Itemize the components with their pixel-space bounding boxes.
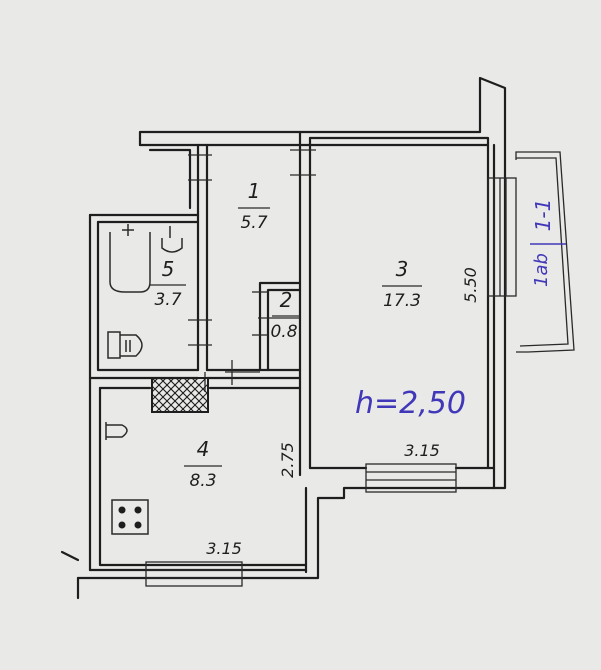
handwritten-stamp: 1-1 1ab <box>530 199 566 287</box>
window-south-room3 <box>365 463 457 493</box>
bathtub-icon <box>109 224 151 293</box>
room-area: 3.7 <box>154 290 181 310</box>
room-number: 1 <box>248 179 261 203</box>
room-number: 4 <box>197 437 210 461</box>
balcony-outline <box>515 151 575 353</box>
window-south-room4 <box>145 561 243 587</box>
room-4-label: 4 8.3 <box>184 437 222 491</box>
room-area: 5.7 <box>240 213 267 233</box>
room-number: 2 <box>280 288 293 312</box>
room-3-label: 3 17.3 <box>382 257 422 311</box>
interior-walls <box>88 130 496 567</box>
balcony-inner <box>516 157 569 347</box>
ceiling-height-note: h=2,50 <box>355 386 466 421</box>
room3-width-dimension: 3.15 <box>404 441 440 460</box>
room-area: 8.3 <box>189 471 216 491</box>
toilet-icon <box>107 331 143 359</box>
room-area: 0.8 <box>270 322 297 342</box>
room-number: 5 <box>162 257 175 281</box>
room-number: 3 <box>396 257 409 281</box>
room3-height-dimension: 5.50 <box>461 267 480 303</box>
room-2-label: 2 0.8 <box>270 288 300 342</box>
room4-height-dimension: 2.75 <box>278 442 297 478</box>
window-east <box>487 177 517 297</box>
stamp-bottom: 1ab <box>531 253 552 287</box>
stamp-top: 1-1 <box>531 199 555 232</box>
room-area: 17.3 <box>383 291 421 311</box>
room-1-label: 1 5.7 <box>238 179 270 233</box>
room4-width-dimension: 3.15 <box>206 539 242 558</box>
kitchen-sink-icon <box>105 422 128 440</box>
stove-icon <box>111 499 149 535</box>
opening-marks <box>188 149 316 392</box>
ventilation-shaft-icon <box>151 377 209 413</box>
sink-icon <box>161 226 183 253</box>
room-5-label: 5 3.7 <box>150 257 186 310</box>
